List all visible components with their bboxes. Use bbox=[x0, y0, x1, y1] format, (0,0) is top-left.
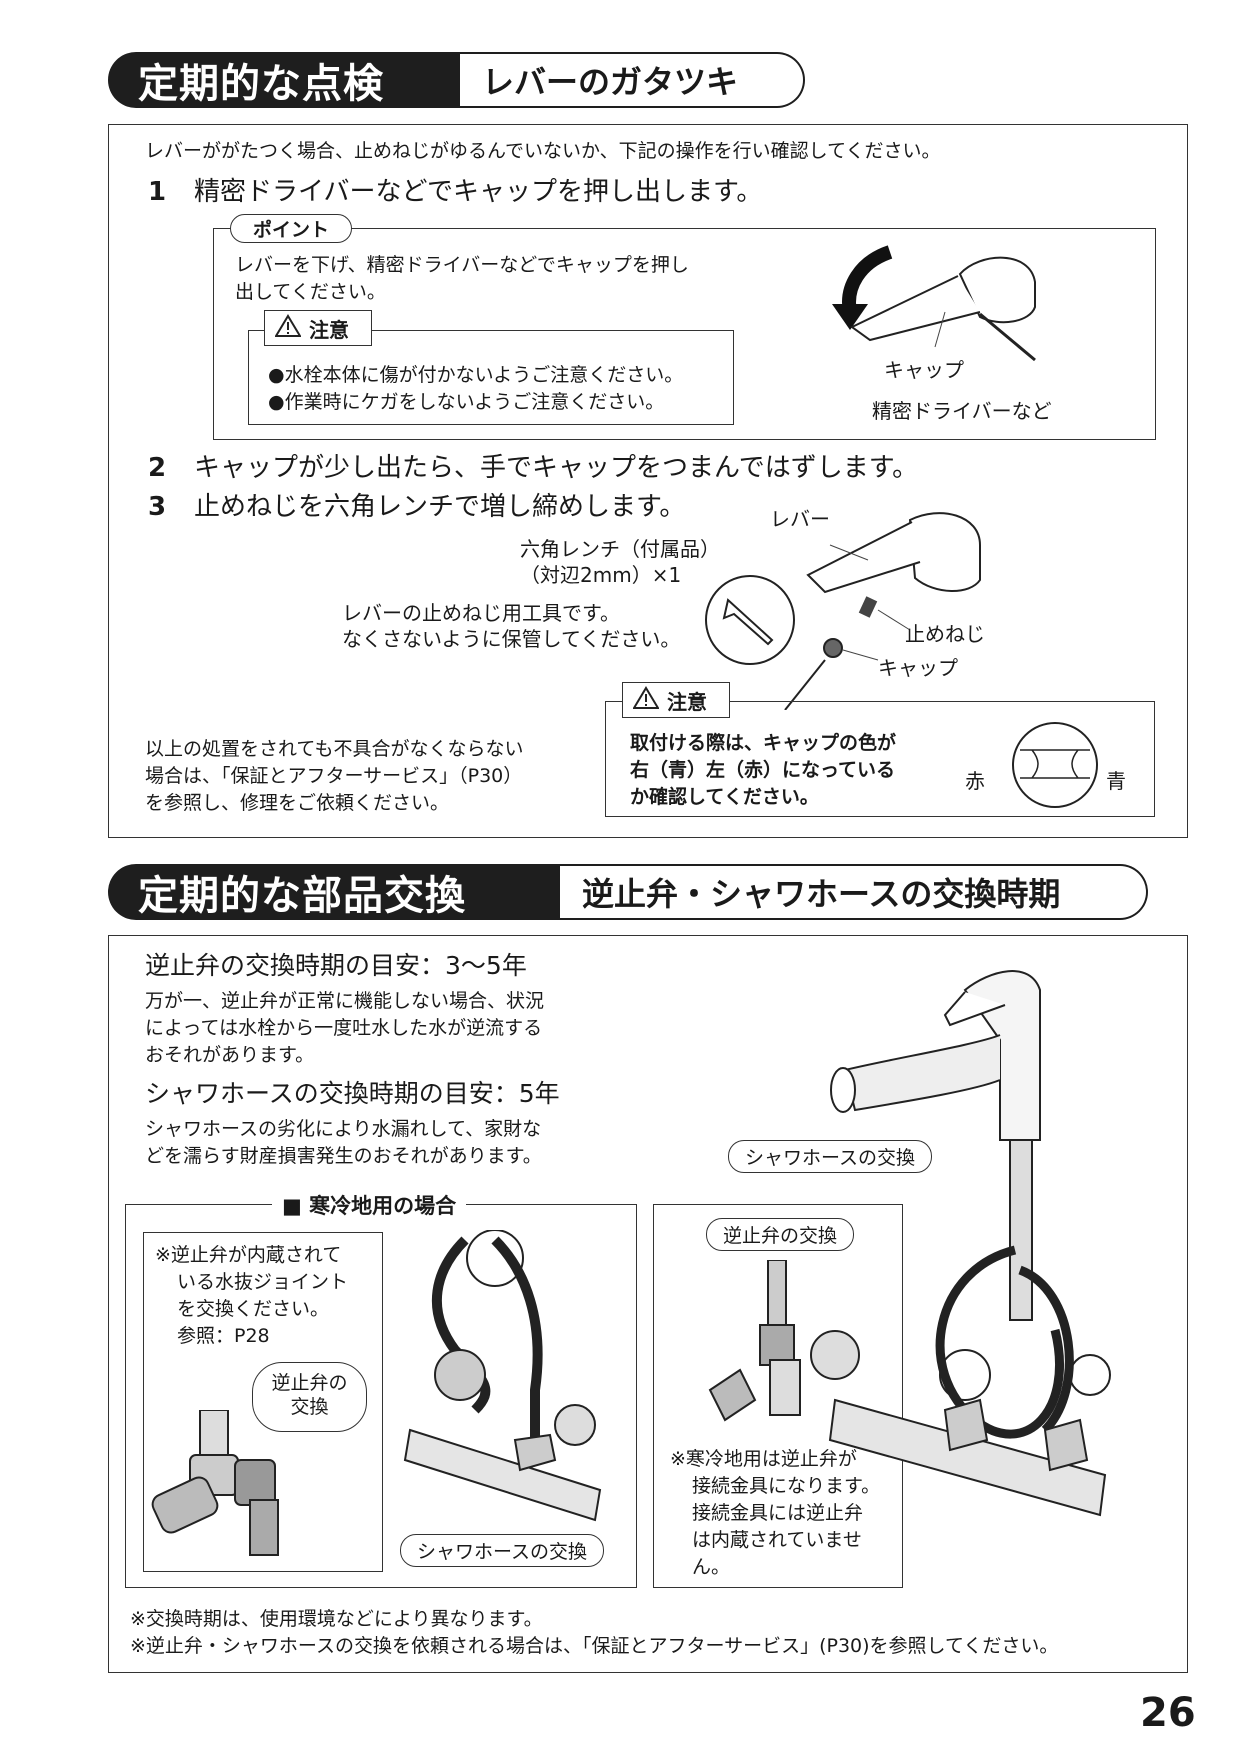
warning-icon bbox=[274, 313, 302, 343]
section1-title: 定期的な点検 bbox=[108, 52, 463, 108]
section1-subtitle: レバーのガタツキ bbox=[460, 52, 805, 108]
fig3-cap-label: キャップ bbox=[878, 656, 958, 680]
cold-inner-box bbox=[143, 1232, 383, 1572]
red-label: 赤 bbox=[965, 769, 985, 793]
fig3-tool-label: レバーの止めねじ用工具です。 なくさないように保管してください。 bbox=[342, 601, 681, 651]
fig3-screw-label: 止めねじ bbox=[905, 622, 985, 646]
point-text: レバーを下げ、精密ドライバーなどでキャップを押し 出してください。 bbox=[235, 254, 689, 303]
warning-icon bbox=[632, 685, 660, 715]
middle-note: ※寒冷地用は逆止弁が 接続金具になります。 接続金具には逆止弁 は内蔵されていま… bbox=[670, 1448, 881, 1578]
hose-heading: シャワホースの交換時期の目安：5年 bbox=[145, 1079, 560, 1108]
hose-replace-pill-left: シャワホースの交換 bbox=[400, 1534, 605, 1567]
middle-box bbox=[653, 1204, 903, 1588]
section1-intro: レバーががたつく場合、止めねじがゆるんでいないか、下記の操作を行い確認してくださ… bbox=[145, 140, 941, 162]
caution-tab-1: 注意 bbox=[264, 310, 372, 346]
hose-replace-pill-right: シャワホースの交換 bbox=[728, 1140, 933, 1173]
check-valve-pill: 逆止弁の交換 bbox=[706, 1218, 855, 1251]
drain-joint-figure bbox=[151, 1410, 279, 1556]
check-valve-bubble: 逆止弁の 交換 bbox=[252, 1362, 367, 1432]
caution-box-1 bbox=[248, 330, 734, 425]
lever-wrench-figure bbox=[705, 512, 981, 710]
blue-label: 青 bbox=[1106, 769, 1126, 793]
cap-color-figure bbox=[1012, 722, 1098, 808]
fig3-wrench-label: 六角レンチ（付属品） （対辺2mm）×1 bbox=[520, 537, 720, 587]
section2-subtitle: 逆止弁・シャワホースの交換時期 bbox=[560, 864, 1148, 920]
caution-box-2 bbox=[605, 701, 1155, 817]
caution-text-2: 取付ける際は、キャップの色が 右（青）左（赤）になっている か確認してください。 bbox=[630, 732, 897, 808]
section1-box bbox=[108, 124, 1188, 838]
point-box bbox=[213, 228, 1156, 440]
cold-region-title: ■ 寒冷地用の場合 bbox=[272, 1190, 467, 1220]
caution-text-1: ●水栓本体に傷が付かないようご注意ください。 ●作業時にケガをしないようご注意く… bbox=[268, 364, 684, 413]
caution-tab-2: 注意 bbox=[622, 682, 730, 718]
hose-text: シャワホースの劣化により水漏れして、家財な どを濡らす財産損害発生のおそれがあり… bbox=[145, 1118, 542, 1167]
lever-press-figure bbox=[832, 245, 1036, 362]
section2-footnotes: ※交換時期は、使用環境などにより異なります。 ※逆止弁・シャワホースの交換を依頼… bbox=[130, 1608, 1059, 1657]
cold-note: ※逆止弁が内蔵されて いる水抜ジョイント を交換ください。 参照：P28 bbox=[155, 1244, 349, 1347]
faucet-figure bbox=[828, 970, 1111, 1517]
check-valve-text: 万が一、逆止弁が正常に機能しない場合、状況 によっては水栓から一度吐水した水が逆… bbox=[145, 990, 545, 1066]
cold-faucet-figure bbox=[403, 1230, 602, 1522]
section1-note: 以上の処置をされても不具合がなくならない 場合は、「保証とアフターサービス」（P… bbox=[145, 738, 524, 814]
fig1-cap-label: キャップ bbox=[884, 358, 964, 382]
fig3-lever-label: レバー bbox=[770, 507, 830, 531]
section2-title: 定期的な部品交換 bbox=[108, 864, 563, 920]
point-tag: ポイント bbox=[230, 214, 353, 243]
valve-figure bbox=[708, 1260, 860, 1422]
section2-box bbox=[108, 935, 1188, 1673]
fig1-driver-label: 精密ドライバーなど bbox=[872, 399, 1052, 423]
page-number: 26 bbox=[1140, 1690, 1196, 1736]
check-valve-heading: 逆止弁の交換時期の目安：3〜5年 bbox=[145, 951, 527, 980]
